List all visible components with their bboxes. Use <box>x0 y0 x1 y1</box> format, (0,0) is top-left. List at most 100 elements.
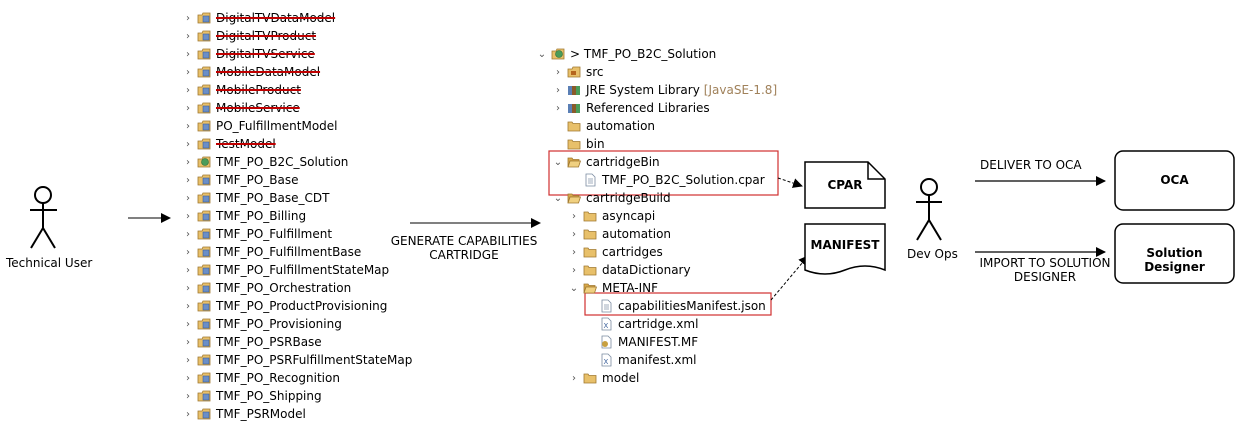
dev-ops-figure <box>916 178 942 241</box>
project-tree-item[interactable]: ›TMF_PO_Billing <box>183 207 306 225</box>
collapse-chevron-icon[interactable]: › <box>186 300 190 312</box>
collapse-chevron-icon[interactable]: › <box>186 192 190 204</box>
solution-tree-item[interactable]: bin <box>553 135 605 153</box>
collapse-chevron-icon[interactable]: › <box>186 210 190 222</box>
project-tree-label: TMF_PO_PSRBase <box>216 335 322 349</box>
cpar-document-label: CPAR <box>827 178 863 192</box>
solution-tree-label: dataDictionary <box>602 263 691 277</box>
collapse-chevron-icon[interactable]: › <box>572 264 576 276</box>
project-tree-item[interactable]: ›TMF_PSRModel <box>183 405 306 423</box>
solution-tree-item[interactable]: ⌄> TMF_PO_B2C_Solution <box>537 45 716 63</box>
solution-tree-item[interactable]: ›JRE System Library[JavaSE-1.8] <box>553 81 777 99</box>
collapse-chevron-icon[interactable]: › <box>186 30 190 42</box>
svg-text:X: X <box>604 322 609 330</box>
solution-tree-item[interactable]: ⌄cartridgeBin <box>553 153 660 171</box>
project-tree-item[interactable]: ›TMF_PO_Provisioning <box>183 315 342 333</box>
expand-chevron-icon[interactable]: ⌄ <box>553 156 563 168</box>
oca-label: OCA <box>1160 173 1189 187</box>
collapse-chevron-icon[interactable]: › <box>186 408 190 420</box>
project-tree-item[interactable]: ›DigitalTVProduct <box>183 27 316 45</box>
project-tree-item[interactable]: ›TMF_PO_Recognition <box>183 369 340 387</box>
collapse-chevron-icon[interactable]: › <box>186 390 190 402</box>
project-icon <box>197 65 211 79</box>
project-tree-item[interactable]: ›TMF_PO_FulfillmentBase <box>183 243 361 261</box>
project-tree-item[interactable]: ›DigitalTVDataModel <box>183 9 335 27</box>
solution-tree-item[interactable]: automation <box>553 117 655 135</box>
project-tree-item[interactable]: ›TMF_PO_Base_CDT <box>183 189 329 207</box>
collapse-chevron-icon[interactable]: › <box>556 102 560 114</box>
collapse-chevron-icon[interactable]: › <box>186 174 190 186</box>
collapse-chevron-icon[interactable]: › <box>572 372 576 384</box>
collapse-chevron-icon[interactable]: › <box>186 282 190 294</box>
project-tree-item[interactable]: ›MobileProduct <box>183 81 301 99</box>
project-tree-item[interactable]: ›TMF_PO_PSRFulfillmentStateMap <box>183 351 412 369</box>
collapse-chevron-icon[interactable]: › <box>186 264 190 276</box>
solution-tree-item[interactable]: ›automation <box>569 225 671 243</box>
collapse-chevron-icon[interactable]: › <box>186 354 190 366</box>
expand-chevron-icon[interactable]: ⌄ <box>537 48 547 60</box>
project-tree-item[interactable]: ›TMF_PO_ProductProvisioning <box>183 297 387 315</box>
collapse-chevron-icon[interactable]: › <box>186 48 190 60</box>
project-tree-item[interactable]: ›DigitalTVService <box>183 45 315 63</box>
collapse-chevron-icon[interactable]: › <box>186 84 190 96</box>
project-icon <box>197 317 211 331</box>
folder-icon <box>567 137 581 151</box>
project-tree-item[interactable]: ›TMF_PO_B2C_Solution <box>183 153 348 171</box>
solution-tree-item[interactable]: ›model <box>569 369 639 387</box>
collapse-chevron-icon[interactable]: › <box>572 246 576 258</box>
collapse-chevron-icon[interactable]: › <box>572 228 576 240</box>
solution-tree-item[interactable]: ›src <box>553 63 604 81</box>
expand-chevron-icon[interactable]: ⌄ <box>569 282 579 294</box>
project-icon <box>197 353 211 367</box>
solution-tree-item[interactable]: › dataDictionary <box>569 261 691 279</box>
solution-tree-label: JRE System Library <box>586 83 700 97</box>
project-tree-label: MobileDataModel <box>216 65 321 79</box>
project-icon <box>197 173 211 187</box>
project-tree-item[interactable]: ›TMF_PO_Shipping <box>183 387 322 405</box>
project-icon <box>197 299 211 313</box>
solution-tree-item[interactable]: capabilitiesManifest.json <box>585 297 766 315</box>
project-tree-item[interactable]: ›TMF_PO_Base <box>183 171 299 189</box>
solution-tree-item[interactable]: TMF_PO_B2C_Solution.cpar <box>569 171 765 189</box>
folder-icon <box>583 209 597 223</box>
project-tree-item[interactable]: ›TMF_PO_FulfillmentStateMap <box>183 261 389 279</box>
expand-chevron-icon[interactable]: ⌄ <box>553 192 563 204</box>
collapse-chevron-icon[interactable]: › <box>186 246 190 258</box>
solution-tree-label: bin <box>586 137 605 151</box>
collapse-chevron-icon[interactable]: › <box>186 66 190 78</box>
project-icon <box>197 407 211 421</box>
collapse-chevron-icon[interactable]: › <box>186 102 190 114</box>
solution-tree-item[interactable]: ›cartridges <box>569 243 663 261</box>
project-icon <box>197 389 211 403</box>
collapse-chevron-icon[interactable]: › <box>186 156 190 168</box>
collapse-chevron-icon[interactable]: › <box>186 372 190 384</box>
solution-tree-item[interactable]: MANIFEST.MF <box>585 333 698 351</box>
project-tree-item[interactable]: ›PO_FulfillmentModel <box>183 117 338 135</box>
project-tree-item[interactable]: ›TMF_PO_Orchestration <box>183 279 351 297</box>
collapse-chevron-icon[interactable]: › <box>186 228 190 240</box>
project-tree-item[interactable]: › TMF_PO_PSRBase <box>183 333 322 351</box>
collapse-chevron-icon[interactable]: › <box>556 84 560 96</box>
project-tree-label: MobileService <box>216 101 300 115</box>
collapse-chevron-icon[interactable]: › <box>572 210 576 222</box>
project-tree-item[interactable]: ›TMF_PO_Fulfillment <box>183 225 332 243</box>
project-icon <box>197 209 211 223</box>
solution-tree-item[interactable]: ⌄cartridgeBuild <box>553 189 671 207</box>
collapse-chevron-icon[interactable]: › <box>186 138 190 150</box>
collapse-chevron-icon[interactable]: › <box>186 318 190 330</box>
solution-tree-label: automation <box>586 119 656 133</box>
collapse-chevron-icon[interactable]: › <box>186 120 190 132</box>
project-tree-item[interactable]: › MobileService <box>183 99 300 117</box>
project-tree-item[interactable]: › MobileDataModel <box>183 63 320 81</box>
folder-icon <box>583 263 597 277</box>
collapse-chevron-icon[interactable]: › <box>556 66 560 78</box>
solution-tree-item[interactable]: ›Referenced Libraries <box>553 99 710 117</box>
collapse-chevron-icon[interactable]: › <box>186 12 190 24</box>
solution-tree-item[interactable]: ⌄META-INF <box>569 279 658 297</box>
solution-tree-item[interactable]: ›asyncapi <box>569 207 655 225</box>
collapse-chevron-icon[interactable]: › <box>186 336 190 348</box>
project-tree-item[interactable]: ›TestModel <box>183 135 276 153</box>
